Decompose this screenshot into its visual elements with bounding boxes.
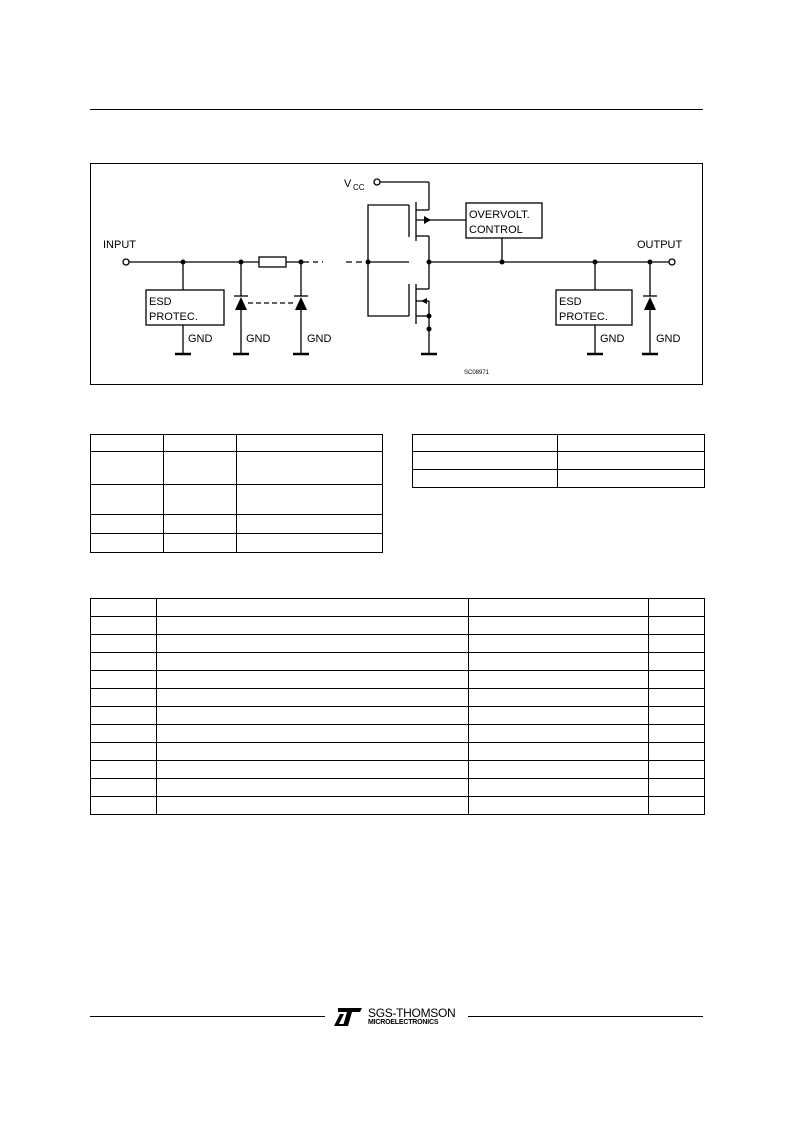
arrow-lower-icon	[421, 298, 427, 304]
esd-left-label-1: ESD	[149, 296, 172, 308]
table-row	[412, 469, 705, 488]
table-row	[90, 434, 383, 452]
table-row	[412, 451, 705, 470]
table-row	[90, 451, 383, 485]
diode-2-symbol	[295, 297, 307, 310]
table-row	[90, 634, 705, 653]
logo-company-name: SGS-THOMSON	[368, 1006, 456, 1020]
header-rule	[90, 109, 703, 110]
table-row	[90, 724, 705, 743]
overvolt-label-1: OVERVOLT.	[469, 209, 530, 221]
esd-left-label-2: PROTEC.	[149, 311, 198, 323]
gnd-label-diode-2: GND	[307, 333, 332, 345]
footer-rule-left	[90, 1016, 325, 1017]
vcc-label: V	[344, 178, 352, 190]
diode-out-symbol	[644, 297, 656, 310]
output-label: OUTPUT	[637, 239, 683, 251]
table-row	[90, 514, 383, 534]
circuit-schematic: INPUT OUTPUT V CC OVERVOLT. CONTROL ESD …	[103, 178, 683, 376]
diode-1-symbol	[235, 297, 247, 310]
table-row	[412, 434, 705, 452]
esd-right-label-1: ESD	[559, 296, 582, 308]
st-logo-icon	[334, 1008, 362, 1026]
arrow-upper-icon	[424, 216, 431, 224]
overvolt-label-2: CONTROL	[469, 224, 523, 236]
input-label: INPUT	[103, 239, 136, 251]
vcc-subscript: CC	[353, 183, 365, 192]
table-row	[90, 760, 705, 779]
figure-code: SC08971	[464, 370, 490, 376]
table-row	[90, 706, 705, 725]
table-row	[90, 670, 705, 689]
table-row	[90, 598, 705, 617]
circuit-diagram: INPUT OUTPUT V CC OVERVOLT. CONTROL ESD …	[90, 163, 703, 385]
table-row	[90, 652, 705, 671]
gnd-label-esd-left: GND	[188, 333, 213, 345]
main-table	[90, 598, 705, 815]
gnd-label-esd-right: GND	[600, 333, 625, 345]
logo-company-division: MICROELECTRONICS	[368, 1019, 439, 1026]
table-row	[90, 533, 383, 553]
gnd-label-output: GND	[656, 333, 681, 345]
esd-right-label-2: PROTEC.	[559, 311, 608, 323]
table-row	[90, 742, 705, 761]
right-table	[412, 434, 705, 488]
table-row	[90, 688, 705, 707]
table-row	[90, 616, 705, 635]
table-row	[90, 796, 705, 815]
table-row	[90, 778, 705, 797]
gnd-label-diode-1: GND	[246, 333, 271, 345]
table-row	[90, 484, 383, 515]
company-logo: SGS-THOMSON MICROELECTRONICS	[330, 1004, 470, 1030]
footer-rule-right	[468, 1016, 703, 1017]
left-table	[90, 434, 383, 553]
